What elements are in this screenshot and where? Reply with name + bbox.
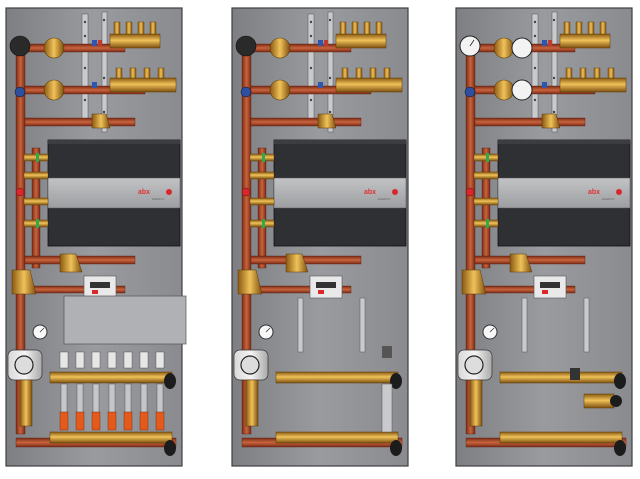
- panel-1: [5, 7, 187, 467]
- manifold-cover: [63, 295, 187, 345]
- panel-3: [455, 7, 633, 467]
- panel-2: [231, 7, 409, 467]
